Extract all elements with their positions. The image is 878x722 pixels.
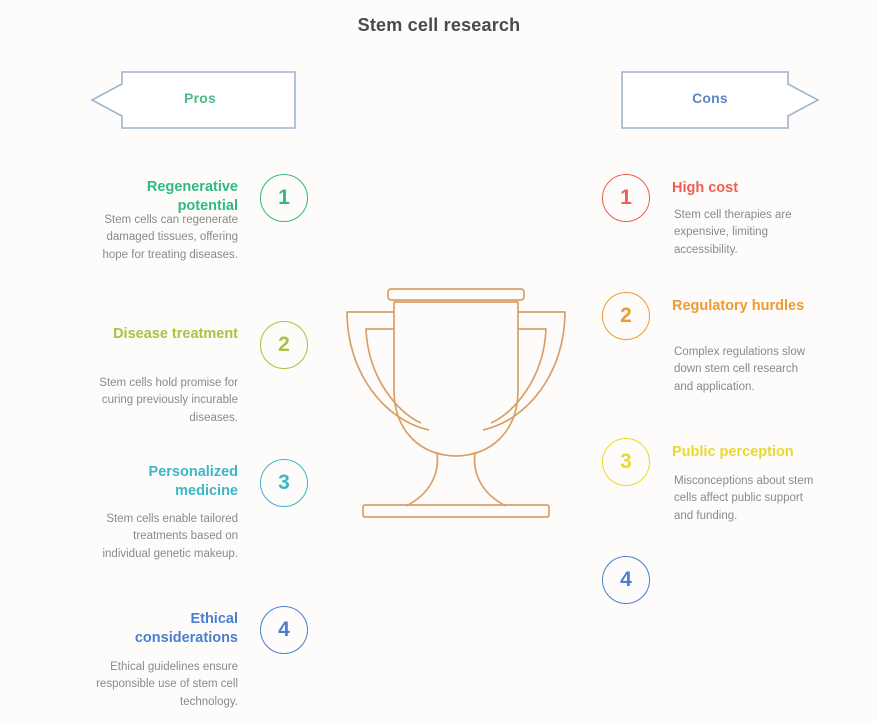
pros-node-3-circle[interactable]: 3	[260, 459, 308, 507]
trophy-cup	[393, 301, 519, 457]
pros-node-4-title: Ethical considerations	[134, 611, 238, 647]
pros-node-1-circle[interactable]: 1	[260, 174, 308, 222]
cons-node-1-number: 1	[620, 186, 632, 209]
cons-node-1-circle[interactable]: 1	[602, 174, 650, 222]
pros-node-2-circle[interactable]: 2	[260, 321, 308, 369]
pros-banner-label: Pros	[184, 90, 216, 106]
cons-node-2-description: Complex regulations slow down stem cell …	[674, 346, 806, 393]
trophy-rim	[387, 288, 525, 301]
cons-node-3-circle[interactable]: 3	[602, 438, 650, 486]
pros-arrow-banner	[90, 71, 296, 129]
pros-node-3-description: Stem cells enable tailored treatments ba…	[102, 513, 238, 560]
trophy-stem-right	[473, 451, 507, 507]
pros-node-2-number: 2	[278, 333, 290, 356]
trophy-stem-left	[405, 451, 439, 507]
pros-node-3-title: Personalized medicine	[148, 464, 238, 500]
cons-node-1-title: High cost	[672, 180, 739, 196]
cons-node-3-number: 3	[620, 450, 632, 473]
cons-node-2-circle[interactable]: 2	[602, 292, 650, 340]
page-title: Stem cell research	[357, 15, 521, 35]
trophy-handle-right-inner	[490, 328, 547, 424]
pros-node-4-description: Ethical guidelines ensure responsible us…	[96, 661, 238, 708]
pros-node-1-number: 1	[278, 186, 290, 209]
pros-node-4-circle[interactable]: 4	[260, 606, 308, 654]
trophy-base	[362, 504, 550, 518]
cons-node-3-title: Public perception	[672, 444, 794, 460]
pros-node-4-number: 4	[278, 618, 290, 641]
pros-node-1-description: Stem cells can regenerate damaged tissue…	[102, 214, 238, 261]
cons-banner-label: Cons	[692, 90, 728, 106]
trophy-handle-left-outer	[346, 311, 430, 431]
cons-node-4-circle[interactable]: 4	[602, 556, 650, 604]
pros-node-3-number: 3	[278, 471, 290, 494]
cons-node-2-title: Regulatory hurdles	[672, 298, 805, 314]
pros-node-2-title: Disease treatment	[113, 326, 238, 342]
cons-arrow-banner	[621, 71, 820, 129]
cons-node-2-number: 2	[620, 304, 632, 327]
cons-node-3-description: Misconceptions about stem cells affect p…	[674, 475, 814, 522]
cons-node-1-description: Stem cell therapies are expensive, limit…	[674, 209, 792, 256]
pros-node-2-description: Stem cells hold promise for curing previ…	[99, 377, 238, 424]
trophy-handle-left-inner	[365, 328, 422, 424]
cons-arrow-shape	[621, 71, 820, 129]
pros-arrow-shape	[90, 71, 296, 129]
pros-node-1-title: Regenerative potential	[146, 179, 238, 215]
cons-node-4-number: 4	[620, 568, 632, 591]
trophy-handle-right-outer	[482, 311, 566, 431]
trophy-icon	[346, 288, 566, 518]
